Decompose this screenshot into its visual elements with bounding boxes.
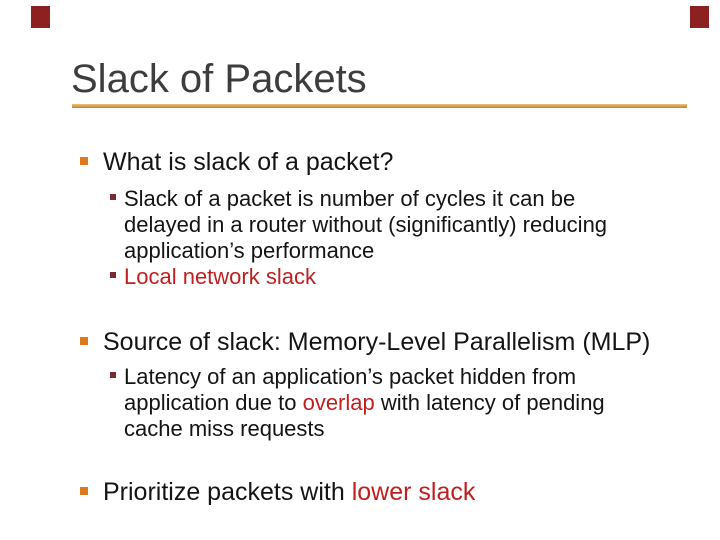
text-segment: with latency of pending cache miss reque…	[124, 390, 605, 441]
square-bullet-icon	[80, 487, 88, 495]
title-underline	[72, 104, 687, 108]
corner-accent-left	[31, 6, 50, 28]
bullet-text: What is slack of a packet?	[103, 147, 393, 177]
bullet-item-what-is-slack: What is slack of a packet?	[80, 147, 393, 177]
text-segment: Slack of a packet is number of cycles it…	[124, 186, 608, 263]
text-segment: Latency of an application’s packet hidde…	[124, 364, 577, 415]
bullet-item-source-of-slack: Source of slack: Memory-Level Parallelis…	[80, 327, 650, 357]
sub-bullet-item-latency-hidden: Latency of an application’s packet hidde…	[110, 364, 652, 442]
highlighted-text-segment: Local network slack	[124, 264, 316, 289]
sub-bullet-item-slack-definition: Slack of a packet is number of cycles it…	[110, 186, 652, 264]
sub-bullet-item-local-network-slack: Local network slack	[110, 264, 652, 290]
square-bullet-icon	[80, 337, 88, 345]
bullet-item-prioritize-packets: Prioritize packets with lower slack	[80, 477, 475, 507]
square-sub-bullet-icon	[110, 194, 116, 200]
sub-bullet-text: Local network slack	[124, 264, 652, 290]
square-bullet-icon	[80, 157, 88, 165]
bullet-text: Source of slack: Memory-Level Parallelis…	[103, 327, 650, 357]
text-segment: What is slack of a packet?	[103, 148, 394, 176]
page-title: Slack of Packets	[71, 57, 367, 101]
highlighted-text-segment: lower slack	[351, 478, 476, 506]
square-sub-bullet-icon	[110, 272, 116, 278]
bullet-text: Prioritize packets with lower slack	[103, 477, 475, 507]
corner-accent-right	[690, 6, 709, 28]
text-segment: Source of slack: Memory-Level Parallelis…	[103, 328, 651, 356]
text-segment: Prioritize packets with	[103, 478, 352, 506]
highlighted-text-segment: overlap	[302, 390, 375, 415]
sub-bullet-text: Slack of a packet is number of cycles it…	[124, 186, 652, 264]
square-sub-bullet-icon	[110, 372, 116, 378]
sub-bullet-text: Latency of an application’s packet hidde…	[124, 364, 652, 442]
